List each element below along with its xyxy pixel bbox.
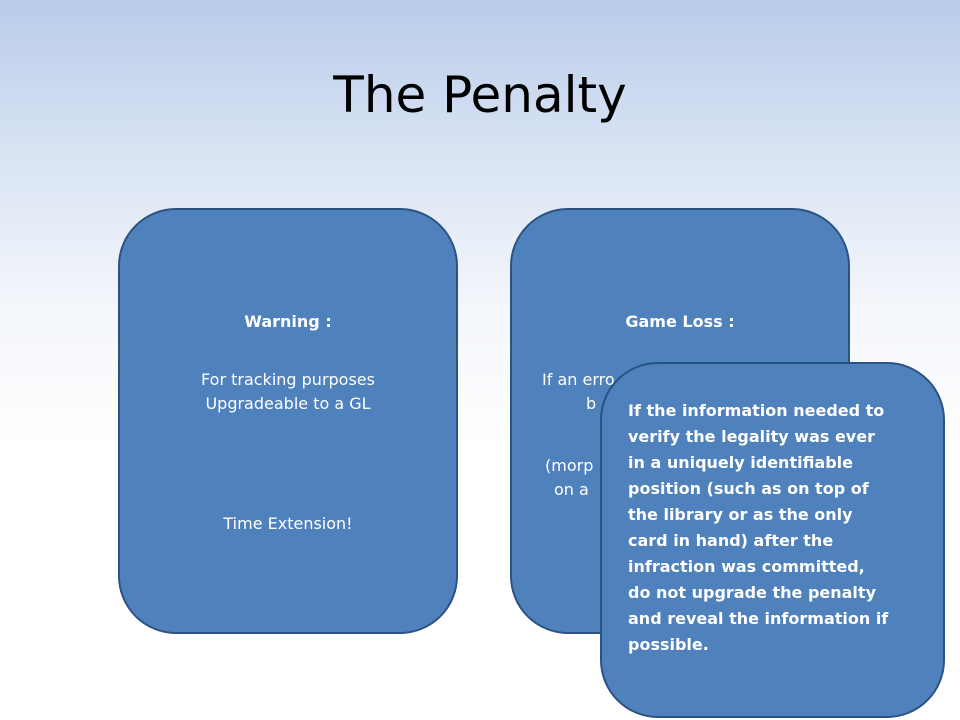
note-line: in a uniquely identifiable [628, 453, 854, 472]
warning-line-upgradeable: Upgradeable to a GL [205, 394, 371, 413]
note-text: If the information needed to verify the … [628, 398, 928, 658]
game-loss-line-1: If an erro [542, 370, 615, 389]
note-line: the library or as the only [628, 505, 853, 524]
game-loss-heading: Game Loss : [625, 312, 735, 331]
note-box: If the information needed to verify the … [600, 362, 945, 718]
note-line: and reveal the information if [628, 609, 889, 628]
note-line: verify the legality was ever [628, 427, 875, 446]
note-line: do not upgrade the penalty [628, 583, 876, 602]
warning-heading: Warning : [244, 312, 332, 331]
warning-box: Warning : For tracking purposes Upgradea… [118, 208, 458, 634]
game-loss-line-2: b [586, 394, 597, 413]
note-line: possible. [628, 635, 709, 654]
game-loss-line-3: (morp [545, 456, 594, 475]
game-loss-line-4: on a [554, 480, 589, 499]
warning-line-time-extension: Time Extension! [223, 514, 353, 533]
note-line: position (such as on top of [628, 479, 869, 498]
warning-line-tracking: For tracking purposes [201, 370, 375, 389]
note-line: infraction was committed, [628, 557, 865, 576]
note-line: card in hand) after the [628, 531, 834, 550]
note-line: If the information needed to [628, 401, 885, 420]
slide-title: The Penalty [333, 66, 627, 124]
